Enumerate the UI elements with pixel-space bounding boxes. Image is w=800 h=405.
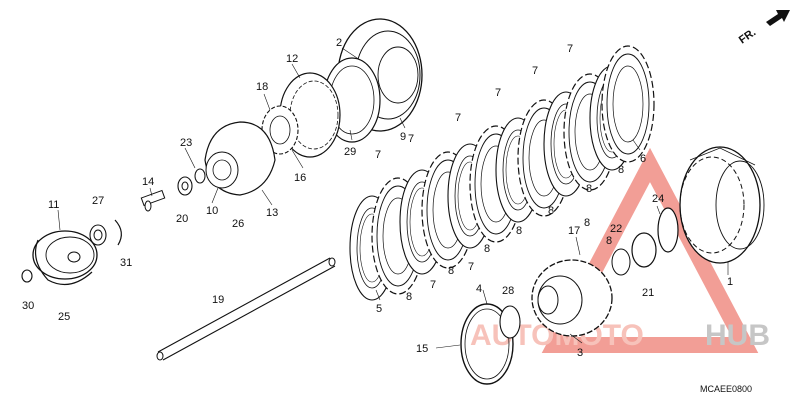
front-arrow-icon	[766, 10, 790, 26]
callout-7e: 7	[408, 133, 414, 145]
callout-8e: 8	[484, 243, 490, 255]
callout-7f: 7	[468, 261, 474, 273]
lifter-small-parts	[140, 168, 206, 212]
callout-30: 30	[22, 300, 34, 312]
front-direction-indicator: FR.	[737, 10, 790, 46]
leader-lines	[57, 47, 729, 349]
callout-29: 29	[344, 146, 356, 158]
callout-8c: 8	[548, 205, 554, 217]
callout-24: 24	[652, 193, 664, 205]
callout-20: 20	[176, 213, 188, 225]
callout-25: 25	[58, 311, 70, 323]
callout-7h: 7	[375, 149, 381, 161]
left-cover-parts	[21, 219, 122, 286]
callout-2: 2	[336, 37, 342, 49]
callout-3: 3	[577, 347, 583, 359]
callout-7a: 7	[567, 43, 573, 55]
callout-17: 17	[568, 225, 580, 237]
lifter-plate	[204, 121, 276, 196]
callout-8d: 8	[516, 225, 522, 237]
callout-28: 28	[502, 285, 514, 297]
callout-8a: 8	[618, 164, 624, 176]
bearing-rings	[611, 207, 679, 276]
callout-31: 31	[120, 257, 132, 269]
callout-10: 10	[206, 205, 218, 217]
callout-26: 26	[232, 218, 244, 230]
callout-7d: 7	[455, 112, 461, 124]
clutch-center-hub	[531, 259, 613, 337]
main-shaft	[156, 257, 336, 361]
callout-8i: 8	[606, 235, 612, 247]
callout-8h: 8	[584, 217, 590, 229]
callout-9: 9	[400, 131, 406, 143]
callout-8f: 8	[448, 265, 454, 277]
callout-15: 15	[416, 343, 428, 355]
callout-13: 13	[266, 207, 278, 219]
fr-label: FR.	[737, 26, 758, 46]
callout-7b: 7	[532, 65, 538, 77]
callout-4: 4	[476, 283, 482, 295]
watermark-brand-suffix: HUB	[705, 319, 770, 352]
callout-23: 23	[180, 137, 192, 149]
callout-12: 12	[286, 53, 298, 65]
callout-8b: 8	[586, 183, 592, 195]
callout-11: 11	[48, 199, 59, 211]
callout-6: 6	[640, 153, 646, 165]
callout-7c: 7	[495, 87, 501, 99]
clutch-outer	[679, 146, 765, 264]
callout-14: 14	[142, 176, 154, 188]
part-callouts: 1 2 3 4 5 6 7 7 7 7 7 7 7 7 8 8 8 8 8 8 …	[22, 37, 733, 359]
callout-19: 19	[212, 294, 224, 306]
callout-21: 21	[642, 287, 654, 299]
callout-18: 18	[256, 81, 268, 93]
callout-7g: 7	[430, 279, 436, 291]
callout-27: 27	[92, 195, 104, 207]
callout-8g: 8	[406, 291, 412, 303]
callout-5: 5	[376, 303, 382, 315]
drawing-code: MCAEE0800	[700, 384, 752, 394]
callout-22: 22	[610, 223, 622, 235]
callout-16: 16	[294, 172, 306, 184]
callout-1: 1	[727, 276, 733, 288]
pressure-plate-assembly	[261, 18, 423, 158]
